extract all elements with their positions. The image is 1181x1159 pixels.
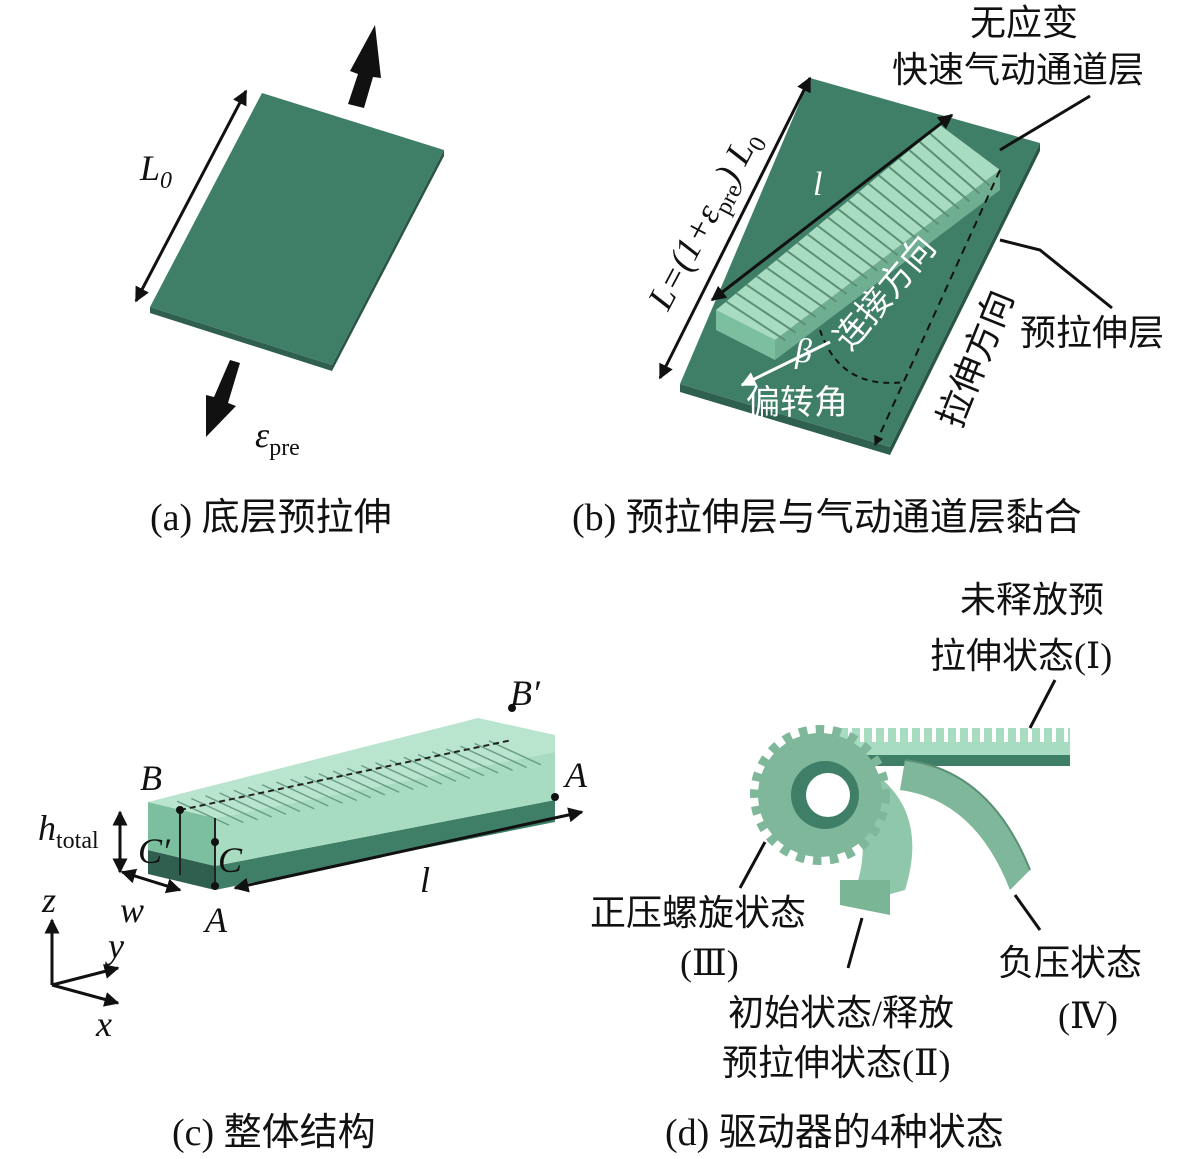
l-label: l — [420, 860, 430, 900]
length-dimension-arrow — [134, 89, 248, 303]
w-label: w — [120, 890, 144, 930]
stretch-arrow-down — [206, 360, 240, 437]
length-arrow — [233, 807, 584, 893]
straight-teeth — [848, 728, 1068, 742]
point-c-label: C — [218, 840, 243, 880]
panel-b: L=(1+εpre) L0 l 连接方向 β 偏转角 拉伸方向 无应变 快速气动… — [572, 3, 1164, 539]
state-4-label-2: (Ⅳ) — [1058, 996, 1118, 1036]
panel-a: L0 εpre (a) 底层预拉伸 — [134, 25, 444, 539]
point-b-prime-label: B′ — [510, 673, 541, 713]
width-arrow — [120, 868, 182, 894]
prestretch-plate — [150, 93, 444, 371]
state-4-label-1: 负压状态 — [998, 943, 1142, 983]
stretch-arrow-up — [348, 25, 381, 108]
state-3-spiral-actuator — [750, 725, 890, 865]
strain-label: εpre — [255, 415, 300, 461]
caption-d: (d) 驱动器的4种状态 — [665, 1112, 1004, 1154]
deflection-arrow — [740, 340, 831, 387]
point-b-label: B — [140, 758, 162, 798]
point-c-prime-label: C′ — [138, 831, 171, 871]
panel-c: htotal w l B B′ A A C C′ z y x (c) 整体结构 — [38, 673, 588, 1154]
state-3-label-2: (Ⅲ) — [680, 943, 739, 983]
caption-c: (c) 整体结构 — [172, 1112, 376, 1154]
state-2-label-2: 预拉伸状态(Ⅱ) — [722, 1043, 950, 1083]
coordinate-axes: z y x — [41, 880, 124, 1044]
channel-layer-leader — [999, 94, 1091, 152]
axis-x-label: x — [95, 1004, 112, 1044]
prestretch-layer-leader — [999, 238, 1113, 310]
state-1-label-2: 拉伸状态(Ⅰ) — [930, 636, 1112, 676]
state-1-leader — [1028, 679, 1057, 729]
caption-b: (b) 预拉伸层与气动通道层黏合 — [572, 497, 1082, 539]
caption-a: (a) 底层预拉伸 — [150, 497, 392, 539]
channel-length-arrow — [710, 113, 954, 302]
h-total-label: htotal — [38, 808, 99, 854]
state-2-label-1: 初始状态/释放 — [728, 993, 954, 1033]
channel-length-label: l — [813, 166, 822, 203]
point-a-bottom-label: A — [203, 900, 228, 940]
state-3-leader — [738, 841, 767, 889]
axis-z-label: z — [41, 880, 56, 920]
panel-d: 未释放预 拉伸状态(Ⅰ) 正压螺旋状态 (Ⅲ) 初始状态/释放 预拉伸状态(Ⅱ)… — [590, 580, 1142, 1154]
deflection-angle-arc — [819, 329, 906, 384]
prestretch-layer-label: 预拉伸层 — [1020, 313, 1164, 353]
state-4-negative-actuator — [900, 759, 1031, 890]
deflection-angle-label: 偏转角 — [746, 384, 848, 422]
axis-y-label: y — [105, 926, 124, 966]
beta-label: β — [794, 333, 812, 370]
state-2-leader — [846, 917, 864, 969]
state-1-label-1: 未释放预 — [960, 580, 1104, 620]
state-1-straight-actuator — [840, 728, 1070, 766]
channel-layer-label-2: 快速气动通道层 — [892, 50, 1144, 90]
point-a-right-label: A — [563, 755, 588, 795]
length-label: L0 — [139, 148, 172, 194]
state-3-label-1: 正压螺旋状态 — [590, 893, 806, 933]
state-4-leader — [1013, 894, 1042, 931]
channel-layer-label-1: 无应变 — [970, 3, 1078, 43]
actuator-body — [148, 718, 555, 890]
